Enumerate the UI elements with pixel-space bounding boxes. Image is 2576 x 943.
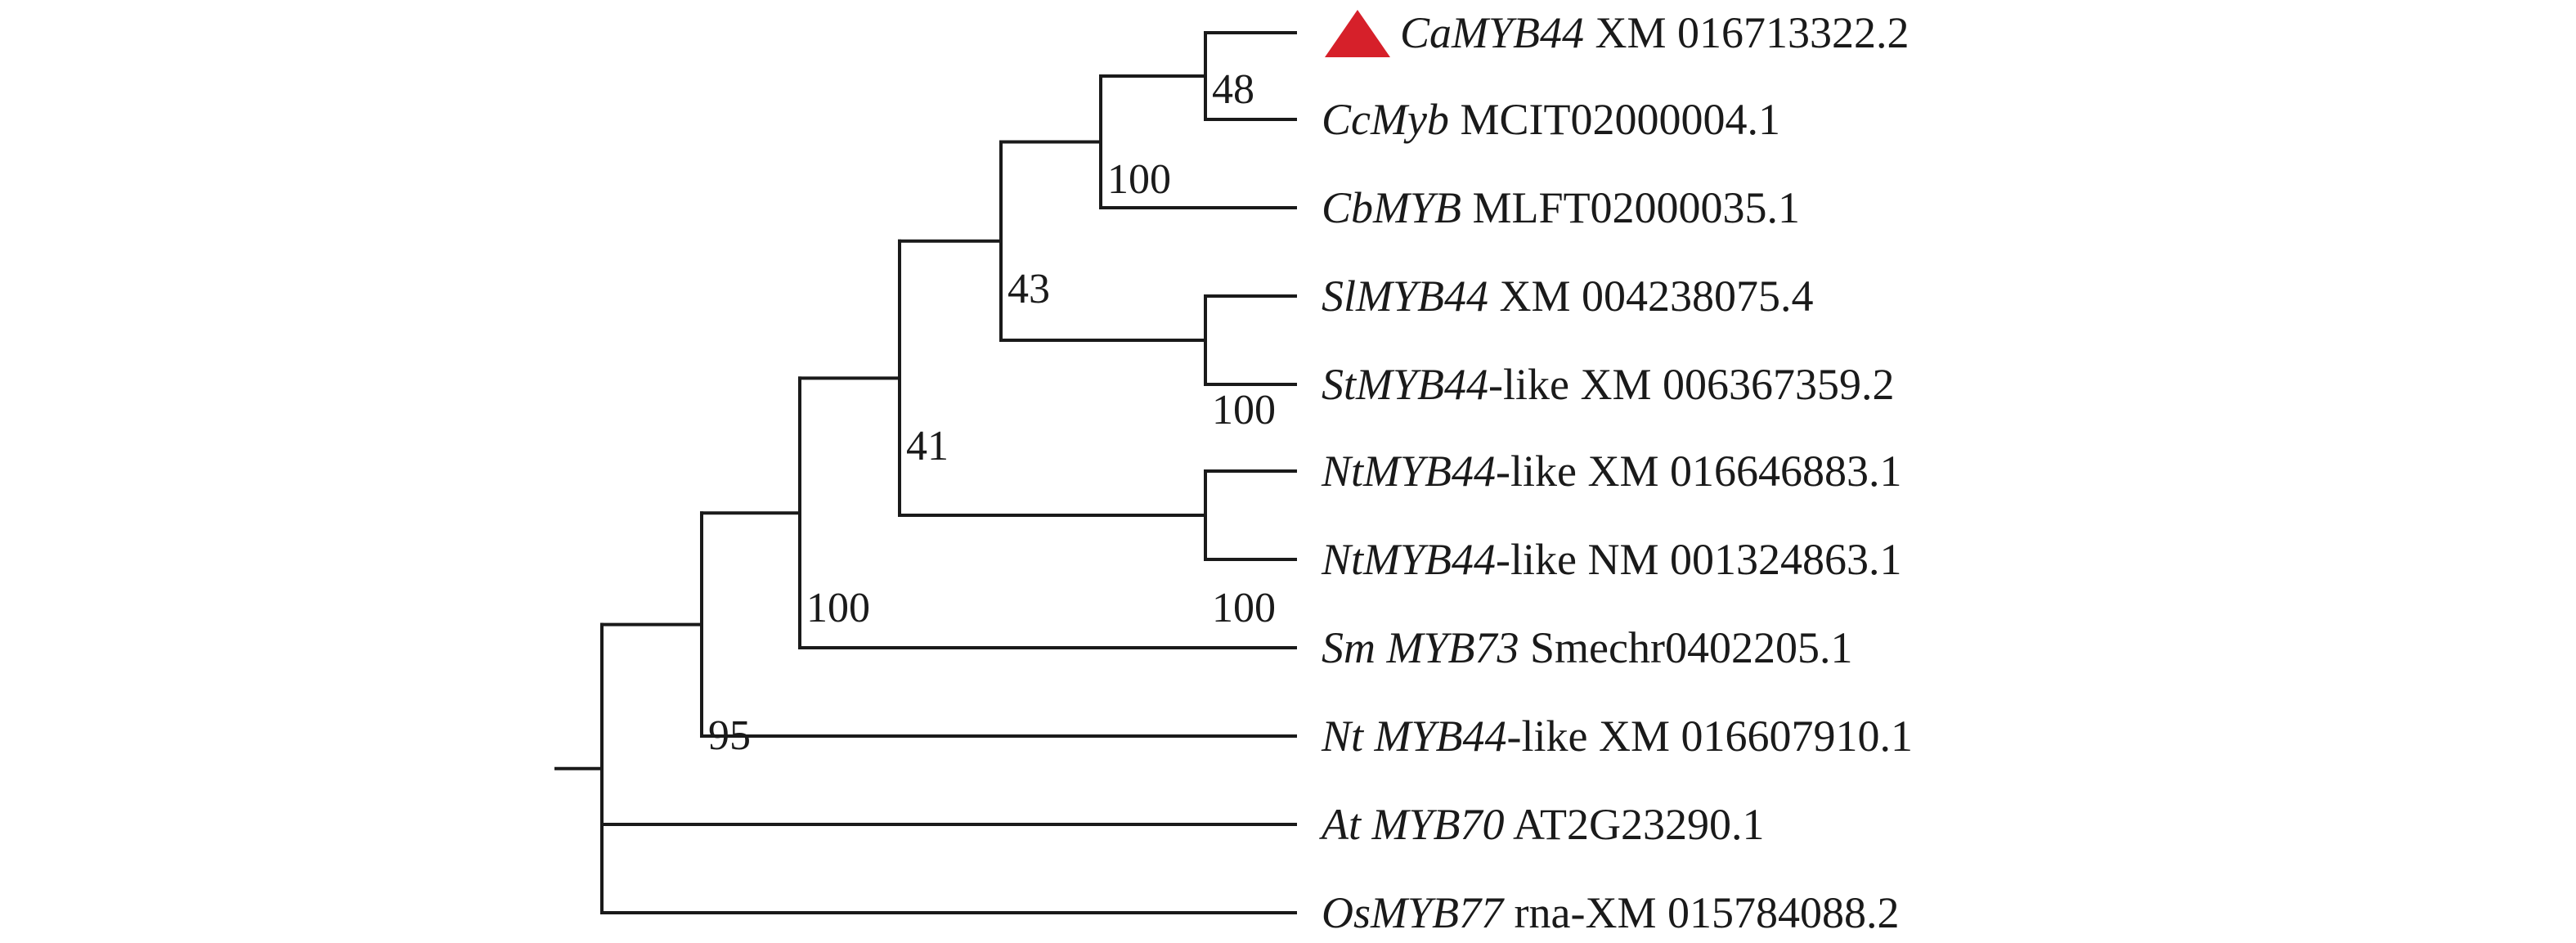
leaf-accession: -like XM 016607910.1: [1507, 712, 1913, 761]
red-triangle-marker-icon: [1325, 10, 1390, 57]
leaf-label-l7: Sm MYB73 Smechr0402205.1: [1322, 623, 1852, 672]
leaf-species-name: SlMYB44: [1322, 272, 1488, 321]
support-value-n_slst: 100: [1212, 387, 1276, 433]
leaf-species-name: StMYB44: [1322, 360, 1488, 409]
support-value-n_cacc: 48: [1212, 66, 1254, 113]
leaf-species-name: OsMYB77: [1322, 888, 1505, 937]
leaf-species-name: At MYB70: [1319, 800, 1505, 849]
leaf-label-l2: CbMYB MLFT02000035.1: [1322, 183, 1800, 232]
leaf-accession: MCIT02000004.1: [1449, 95, 1780, 144]
support-value-n_solnt: 41: [906, 423, 949, 469]
leaf-species-name: Sm MYB73: [1322, 623, 1519, 672]
support-value-n_nt: 95: [708, 712, 751, 759]
leaf-species-name: NtMYB44: [1321, 535, 1496, 584]
leaf-label-l0: CaMYB44 XM 016713322.2: [1400, 8, 1910, 57]
leaf-accession: -like NM 001324863.1: [1496, 535, 1901, 584]
leaf-label-l5: NtMYB44-like XM 016646883.1: [1321, 447, 1902, 496]
leaf-species-name: CaMYB44: [1400, 8, 1584, 57]
leaf-accession: MLFT02000035.1: [1461, 183, 1800, 232]
support-values: 48 100 100 100 43 41 100 95: [708, 66, 1276, 759]
leaf-label-l6: NtMYB44-like NM 001324863.1: [1321, 535, 1902, 584]
support-value-n_sm: 100: [806, 585, 870, 631]
leaf-species-name: Nt MYB44: [1321, 712, 1507, 761]
leaf-accession: Smechr0402205.1: [1519, 623, 1853, 672]
leaf-accession: XM 016713322.2: [1584, 8, 1910, 57]
support-value-n_nt2: 100: [1212, 585, 1276, 631]
leaf-accession: AT2G23290.1: [1505, 800, 1765, 849]
leaf-accession: -like XM 016646883.1: [1496, 447, 1901, 496]
leaf-species-name: NtMYB44: [1321, 447, 1496, 496]
leaf-accession: rna-XM 015784088.2: [1503, 888, 1899, 937]
support-value-n_cacb: 100: [1107, 156, 1171, 203]
leaf-label-l3: SlMYB44 XM 004238075.4: [1322, 272, 1814, 321]
leaf-species-name: CbMYB: [1322, 183, 1461, 232]
leaf-label-l10: OsMYB77 rna-XM 015784088.2: [1322, 888, 1899, 937]
leaf-label-l8: Nt MYB44-like XM 016607910.1: [1321, 712, 1913, 761]
tree-branches: [554, 31, 1297, 914]
leaf-label-l1: CcMyb MCIT02000004.1: [1322, 95, 1780, 144]
leaf-label-l4: StMYB44-like XM 006367359.2: [1322, 360, 1894, 409]
leaf-accession: XM 004238075.4: [1488, 272, 1814, 321]
leaf-label-l9: At MYB70 AT2G23290.1: [1319, 800, 1765, 849]
leaf-species-name: CcMyb: [1322, 95, 1449, 144]
support-value-n_sol: 43: [1008, 266, 1050, 312]
leaf-accession: -like XM 006367359.2: [1488, 360, 1894, 409]
